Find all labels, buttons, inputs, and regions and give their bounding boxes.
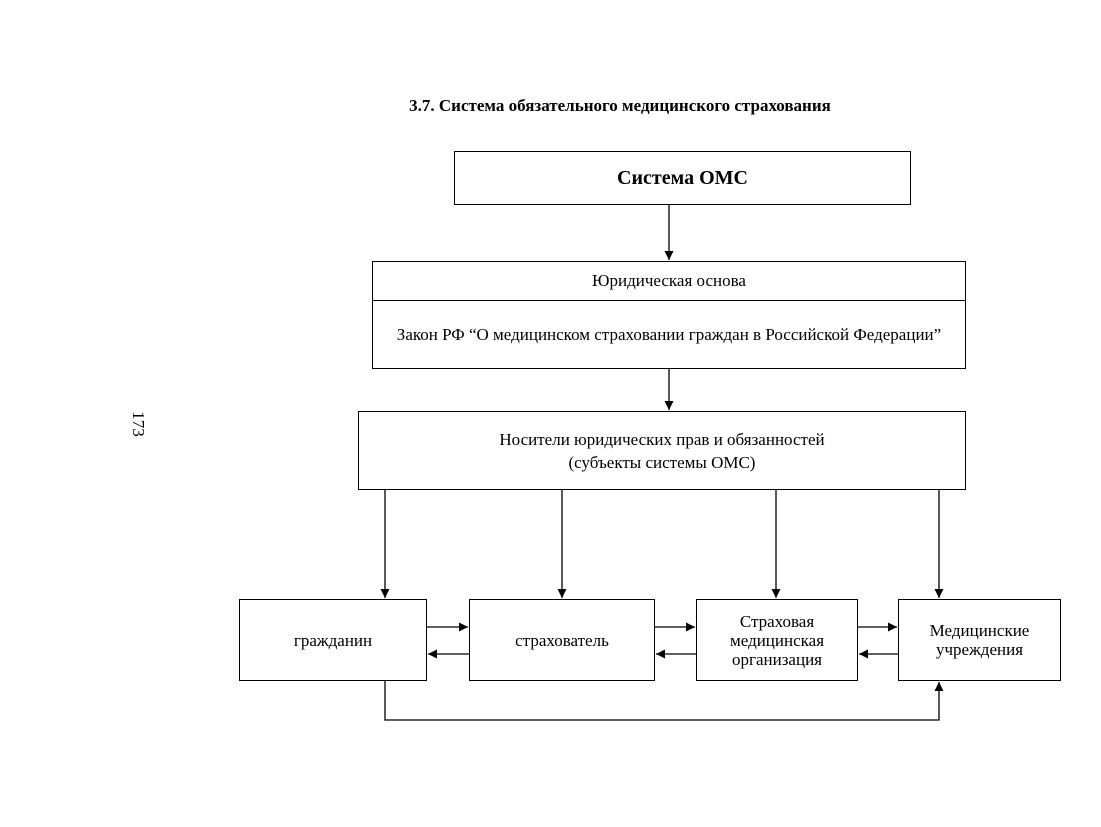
participant-smo-label: Страховая медицинская организация bbox=[729, 611, 825, 669]
subjects-subtitle: (субъекты системы ОМС) bbox=[568, 452, 756, 472]
participant-medical-label: Медицинские учреждения bbox=[929, 621, 1030, 659]
participant-smo: Страховая медицинская организация bbox=[696, 599, 858, 681]
legal-basis-title: Юридическая основа bbox=[373, 262, 965, 301]
participant-citizen-label: гражданин bbox=[293, 630, 373, 650]
page-heading: 3.7. Система обязательного медицинского … bbox=[409, 96, 831, 115]
participant-medical: Медицинские учреждения bbox=[898, 599, 1061, 681]
legal-basis-law: Закон РФ “О медицинском страховании граж… bbox=[396, 324, 942, 344]
root-label: Система ОМС bbox=[617, 166, 748, 189]
arrow-citizen-to-medical bbox=[384, 681, 944, 721]
participant-insurer: страхователь bbox=[469, 599, 655, 681]
subjects-title: Носители юридических прав и обязанностей bbox=[499, 429, 825, 449]
root-box: Система ОМС bbox=[454, 151, 911, 205]
participant-insurer-label: страхователь bbox=[515, 630, 609, 650]
participant-citizen: гражданин bbox=[239, 599, 427, 681]
legal-basis-box: Юридическая основа Закон РФ “О медицинск… bbox=[372, 261, 966, 369]
subjects-box: Носители юридических прав и обязанностей… bbox=[358, 411, 966, 490]
